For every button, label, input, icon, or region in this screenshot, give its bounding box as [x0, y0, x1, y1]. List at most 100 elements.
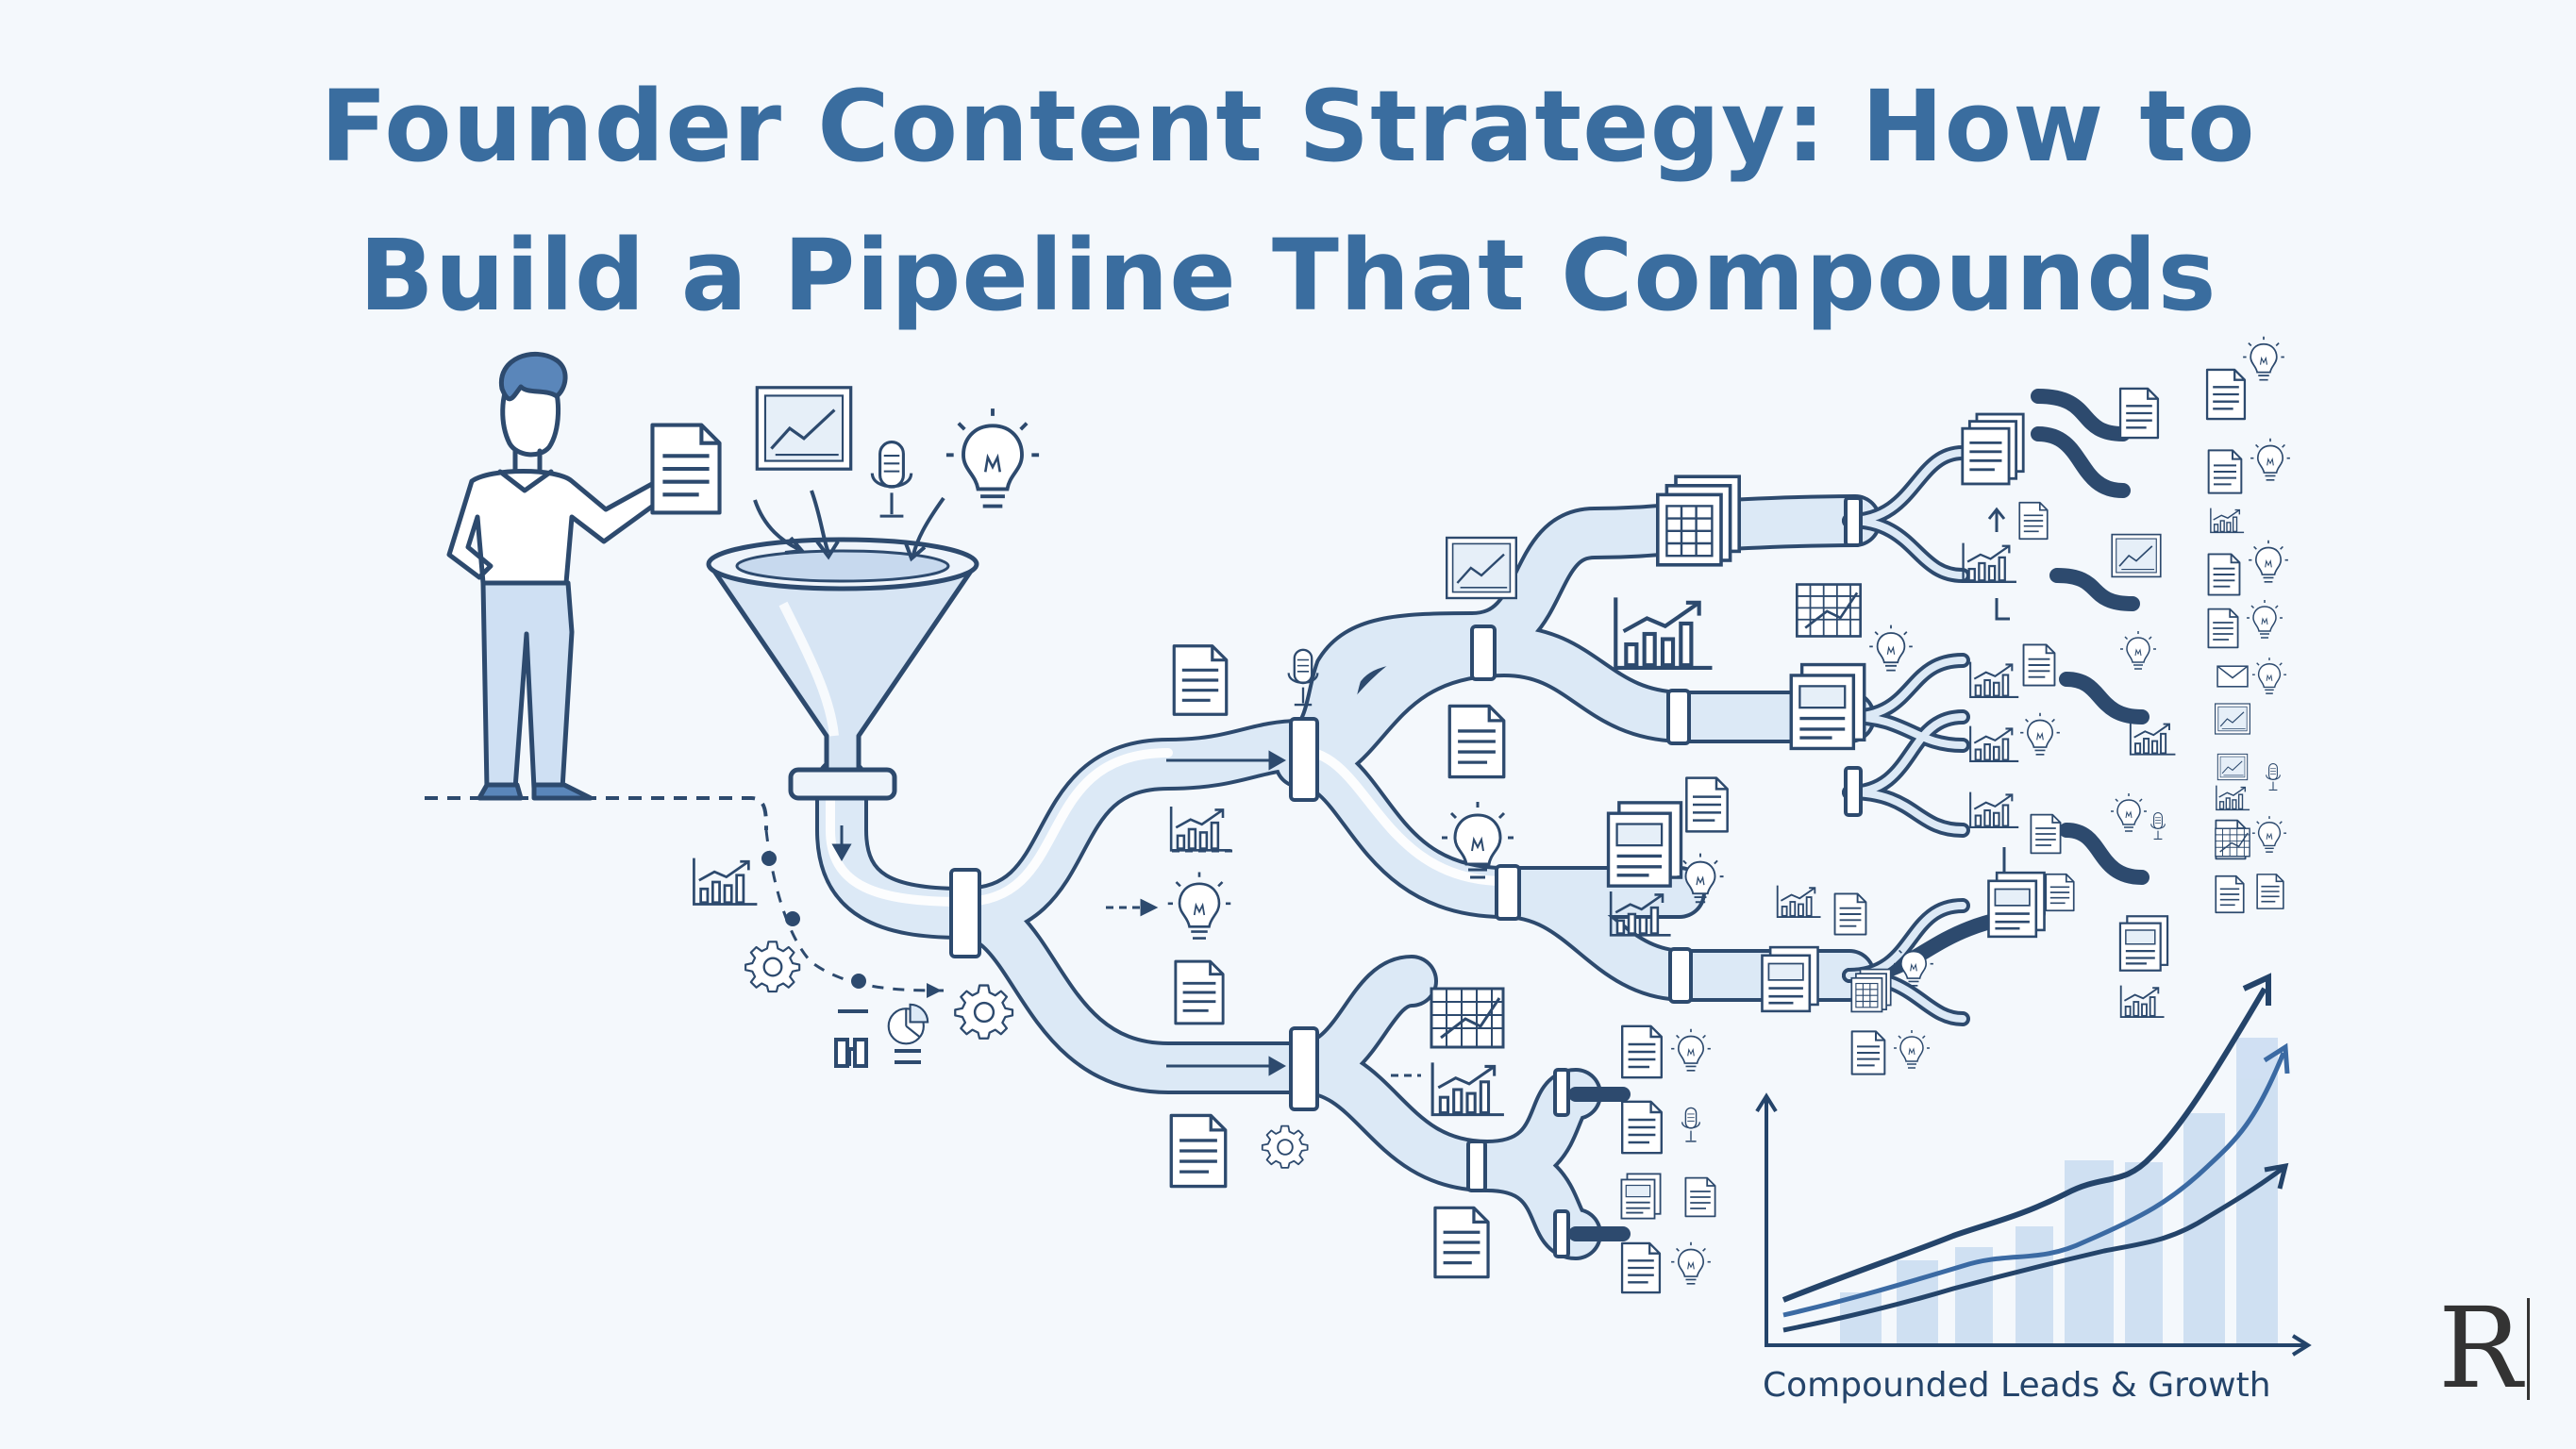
input-lightbulb-icon: [944, 407, 1042, 508]
document-icon: [1433, 1206, 1490, 1279]
lightbulb-icon: [2019, 711, 2061, 756]
document-icon: [1174, 959, 1225, 1025]
input-chart-icon: [755, 386, 853, 471]
chart-icon: [1962, 541, 2018, 584]
growth-chart: [1755, 973, 2312, 1357]
chart-icon: [1169, 805, 1232, 852]
microphone-icon: [1681, 1107, 1701, 1142]
document-icon: [1447, 704, 1506, 779]
chart-icon: [2216, 784, 2250, 811]
grid-chart-icon: [1430, 987, 1505, 1049]
lightbulb-icon: [1166, 871, 1232, 940]
framed-chart-icon: [2216, 753, 2249, 781]
document-icon: [1620, 1100, 1664, 1155]
input-dashed-path: [761, 829, 945, 998]
list-bars-icon: [834, 1009, 921, 1068]
brand-logo-bar: [2527, 1298, 2530, 1400]
title-line-2: Build a Pipeline That Compounds: [359, 218, 2217, 333]
flow-arrows: [831, 750, 1421, 1077]
growth-chart-caption: Compounded Leads & Growth: [1763, 1366, 2271, 1405]
framed-chart-icon: [2214, 703, 2251, 735]
lightbulb-icon: [2110, 792, 2148, 832]
chart-icon: [1968, 660, 2020, 699]
chart-icon: [1968, 791, 2020, 829]
stack-docs-icon: [1961, 412, 2025, 486]
document-icon: [1685, 776, 1729, 833]
person-icon: [446, 351, 669, 801]
document-icon: [1833, 892, 1867, 936]
growth-bars: [1840, 1038, 2278, 1345]
pipe-joints: [949, 496, 1863, 1258]
chart-icon: [2210, 507, 2245, 534]
brand-logo: R: [2438, 1283, 2522, 1413]
funnel-icon: [706, 537, 979, 801]
document-icon: [2022, 643, 2056, 687]
gear-icon: [954, 984, 1014, 1040]
lightbulb-icon: [2250, 437, 2291, 481]
document-icon: [2045, 873, 2075, 912]
framed-chart-icon: [2111, 533, 2162, 578]
document-icon: [1172, 644, 1229, 716]
microphone-icon: [2266, 763, 2281, 791]
slide-stack-icon: [2118, 915, 2169, 972]
growth-line-2: [1782, 1052, 2286, 1318]
up-arrow: [1987, 507, 2010, 621]
lightbulb-icon: [1670, 1241, 1712, 1285]
document-icon: [2018, 501, 2049, 541]
stack-calc-icon: [1655, 475, 1742, 567]
chart-icon: [1430, 1060, 1506, 1117]
slide-stack-icon: [1606, 801, 1683, 888]
document-icon: [1684, 1176, 1716, 1218]
slide-stack-icon: [1761, 945, 1819, 1013]
slide-stack-icon: [1620, 1173, 1662, 1220]
microphone-icon: [2150, 812, 2166, 841]
document-icon: [1169, 1113, 1228, 1189]
lightbulb-icon: [2251, 657, 2287, 694]
document-icon: [1850, 1030, 1886, 1075]
document-icon: [2207, 608, 2239, 649]
title-line-1: Founder Content Strategy: How to: [320, 69, 2256, 184]
small-chart-icon: [693, 857, 759, 906]
lightbulb-icon: [2246, 599, 2283, 639]
lightbulb-icon: [2242, 335, 2285, 381]
slide-stack-icon: [1987, 871, 2046, 939]
funnel-input-arrows: [753, 490, 945, 562]
lightbulb-icon: [1670, 1027, 1712, 1072]
chart-icon: [2119, 984, 2166, 1019]
lightbulb-icon: [2119, 630, 2157, 670]
ground-line: [425, 796, 768, 831]
document-icon: [2215, 874, 2245, 914]
input-microphone-icon: [870, 441, 913, 518]
document-icon: [2118, 387, 2160, 440]
page-title: Founder Content Strategy: How to Build a…: [0, 52, 2576, 350]
document-icon: [2207, 553, 2241, 596]
calc-icon: [1850, 968, 1892, 1013]
lightbulb-icon: [2248, 539, 2289, 583]
growth-axes: [1765, 1096, 2308, 1347]
pie-chart-icon: [887, 1003, 929, 1045]
slide-stack-icon: [1789, 662, 1866, 751]
framed-chart-icon: [1445, 536, 1518, 600]
person-held-document-icon: [652, 425, 719, 513]
lightbulb-icon: [1893, 1029, 1931, 1069]
document-icon: [2256, 874, 2284, 909]
gear-icon: [744, 941, 801, 993]
growth-line-1: [1781, 987, 2267, 1303]
lightbulb-icon: [1868, 624, 1914, 672]
growth-line-3: [1782, 1165, 2285, 1333]
grid-chart-icon: [1795, 583, 1863, 638]
chart-icon: [1968, 724, 2020, 763]
chart-icon: [2129, 720, 2177, 756]
big-chart-icon: [1615, 597, 1712, 668]
document-icon: [2207, 449, 2243, 494]
email-icon: [2216, 665, 2249, 688]
calc-icon: [2215, 827, 2250, 858]
gear-icon: [1261, 1124, 1309, 1169]
lightbulb-icon: [2251, 815, 2287, 853]
chart-icon: [1776, 884, 1822, 919]
document-icon: [1620, 1024, 1664, 1079]
document-icon: [2205, 368, 2247, 421]
document-icon: [2030, 813, 2062, 855]
